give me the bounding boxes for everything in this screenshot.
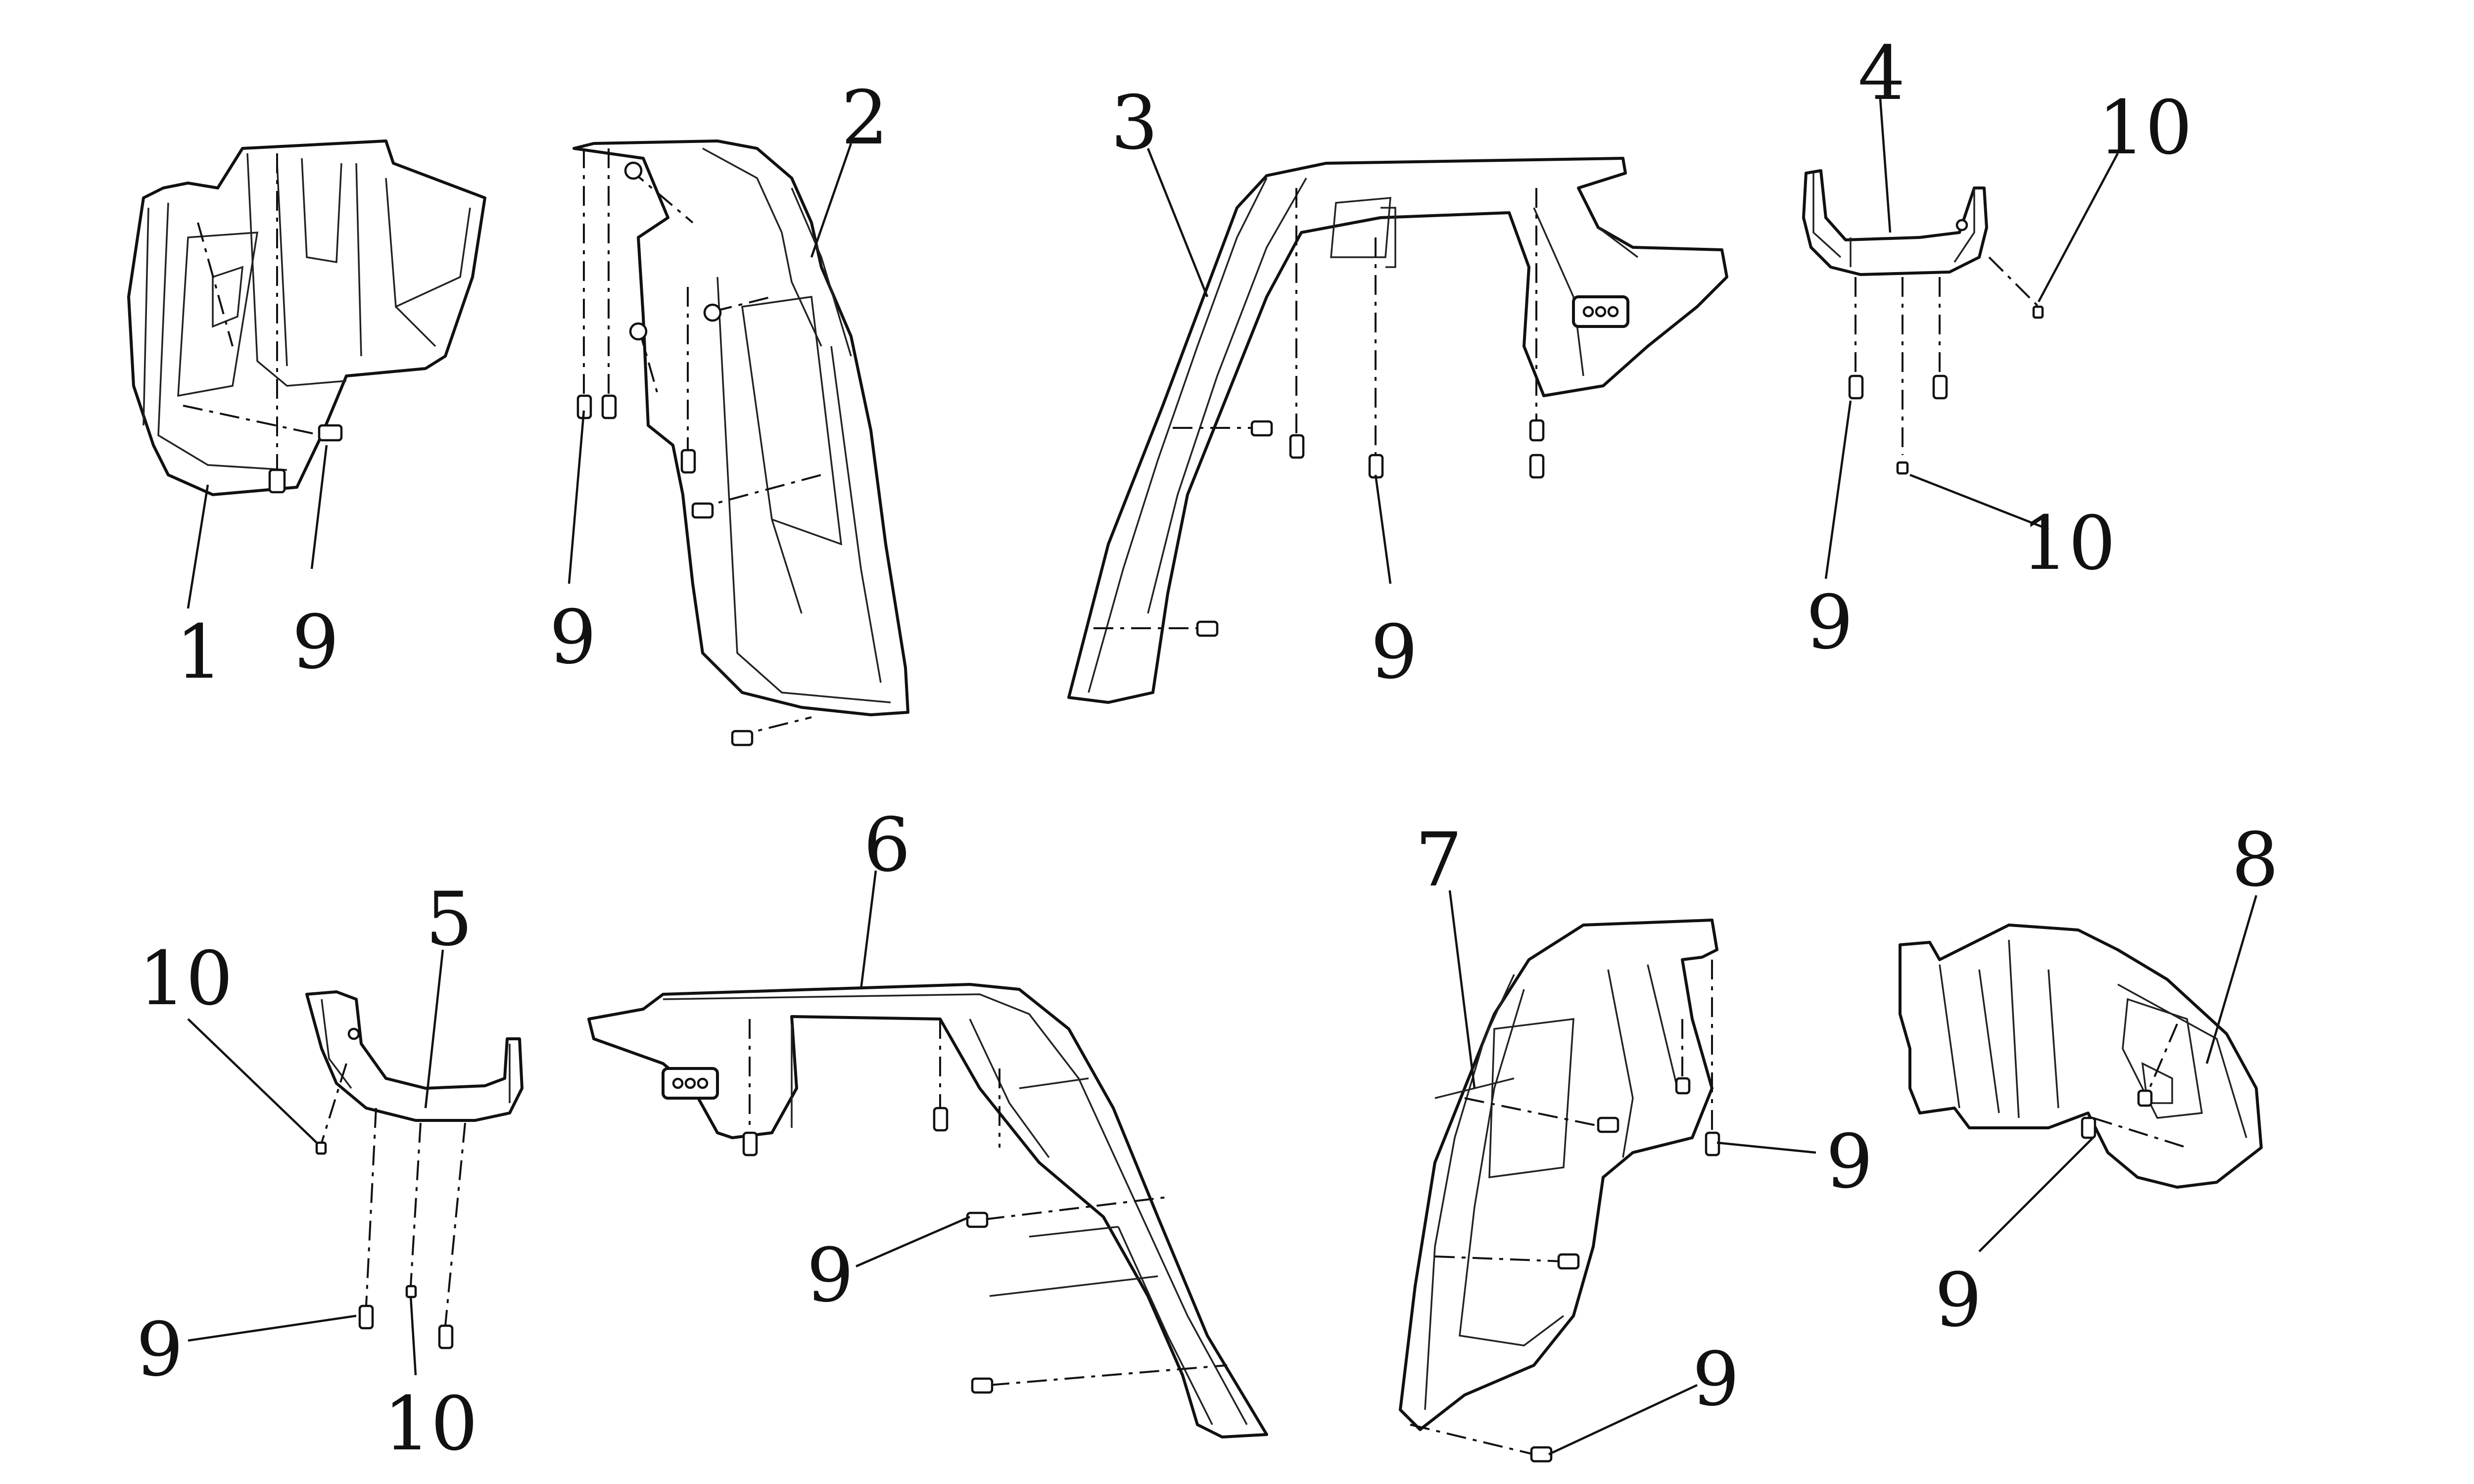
callout-3: 3: [1111, 80, 1158, 166]
leader-lines: [187, 98, 2258, 1456]
callout-10: 10: [139, 936, 233, 1022]
callout-1: 1: [176, 609, 223, 696]
part-4-bracket: [1802, 169, 2044, 475]
callout-7: 7: [1415, 817, 1462, 903]
part-2-fender-arch: [572, 139, 909, 746]
callout-9: 9: [292, 600, 339, 686]
callout-9: 9: [1935, 1257, 1982, 1344]
callout-9: 9: [1806, 580, 1853, 666]
callout-9: 9: [1371, 609, 1418, 696]
callout-9: 9: [549, 595, 596, 681]
callout-9: 9: [1692, 1337, 1739, 1423]
callout-6: 6: [863, 802, 910, 888]
callout-2: 2: [841, 75, 888, 161]
part-3-rear-fender: [1067, 157, 1728, 704]
callout-5: 5: [426, 877, 473, 963]
callout-4: 4: [1858, 31, 1905, 117]
callout-9: 9: [807, 1233, 854, 1319]
part-1-inner-fender: [127, 139, 486, 496]
part-7-fender-arch: [1399, 919, 1720, 1463]
part-5-bracket: [305, 990, 523, 1349]
part-6-fender-arch: [587, 983, 1268, 1438]
callout-10: 10: [383, 1381, 478, 1467]
callout-8: 8: [2232, 817, 2279, 903]
callout-9: 9: [136, 1307, 183, 1393]
callout-9: 9: [1826, 1119, 1873, 1205]
callout-10: 10: [2098, 85, 2192, 171]
callout-labels: 1 9 2 9 3 9 4 10 10 9 10 5 9 10 6 9 7 9 …: [136, 31, 2279, 1467]
callout-10: 10: [2021, 501, 2116, 587]
part-8-inner-fender: [1899, 924, 2263, 1189]
